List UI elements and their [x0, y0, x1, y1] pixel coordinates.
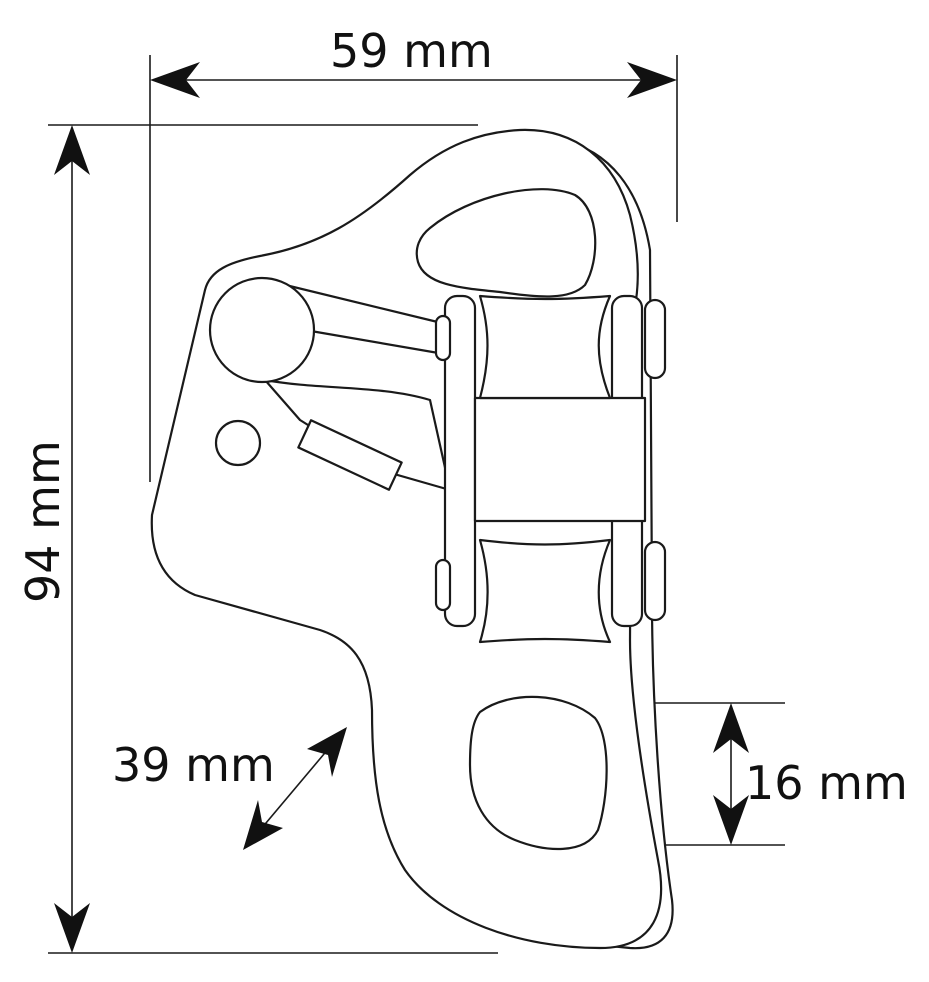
axle-roller: [208, 276, 316, 384]
bolt-lower-left: [434, 558, 452, 612]
rope-diameter-arrow: [243, 727, 347, 850]
width-dimension-arrow: [150, 62, 677, 98]
small-hole: [214, 419, 262, 467]
cam-tooth: [297, 419, 403, 491]
attachment-hole-top: [415, 188, 597, 298]
lower-pulley: [478, 538, 612, 644]
bolt-lower-right: [643, 540, 667, 622]
center-block: [473, 396, 647, 523]
upper-pulley: [478, 294, 612, 400]
hole-dimension-arrow: [713, 703, 749, 845]
height-label: 94 mm: [16, 440, 70, 603]
height-dimension-arrow: [54, 125, 90, 953]
bolt-upper-right: [643, 298, 667, 380]
attachment-hole-bottom: [468, 695, 608, 851]
bolt-upper-left: [434, 314, 452, 362]
hole-label: 16 mm: [745, 756, 908, 810]
width-label: 59 mm: [330, 24, 493, 78]
rope-diameter-label: 39 mm: [112, 738, 275, 792]
